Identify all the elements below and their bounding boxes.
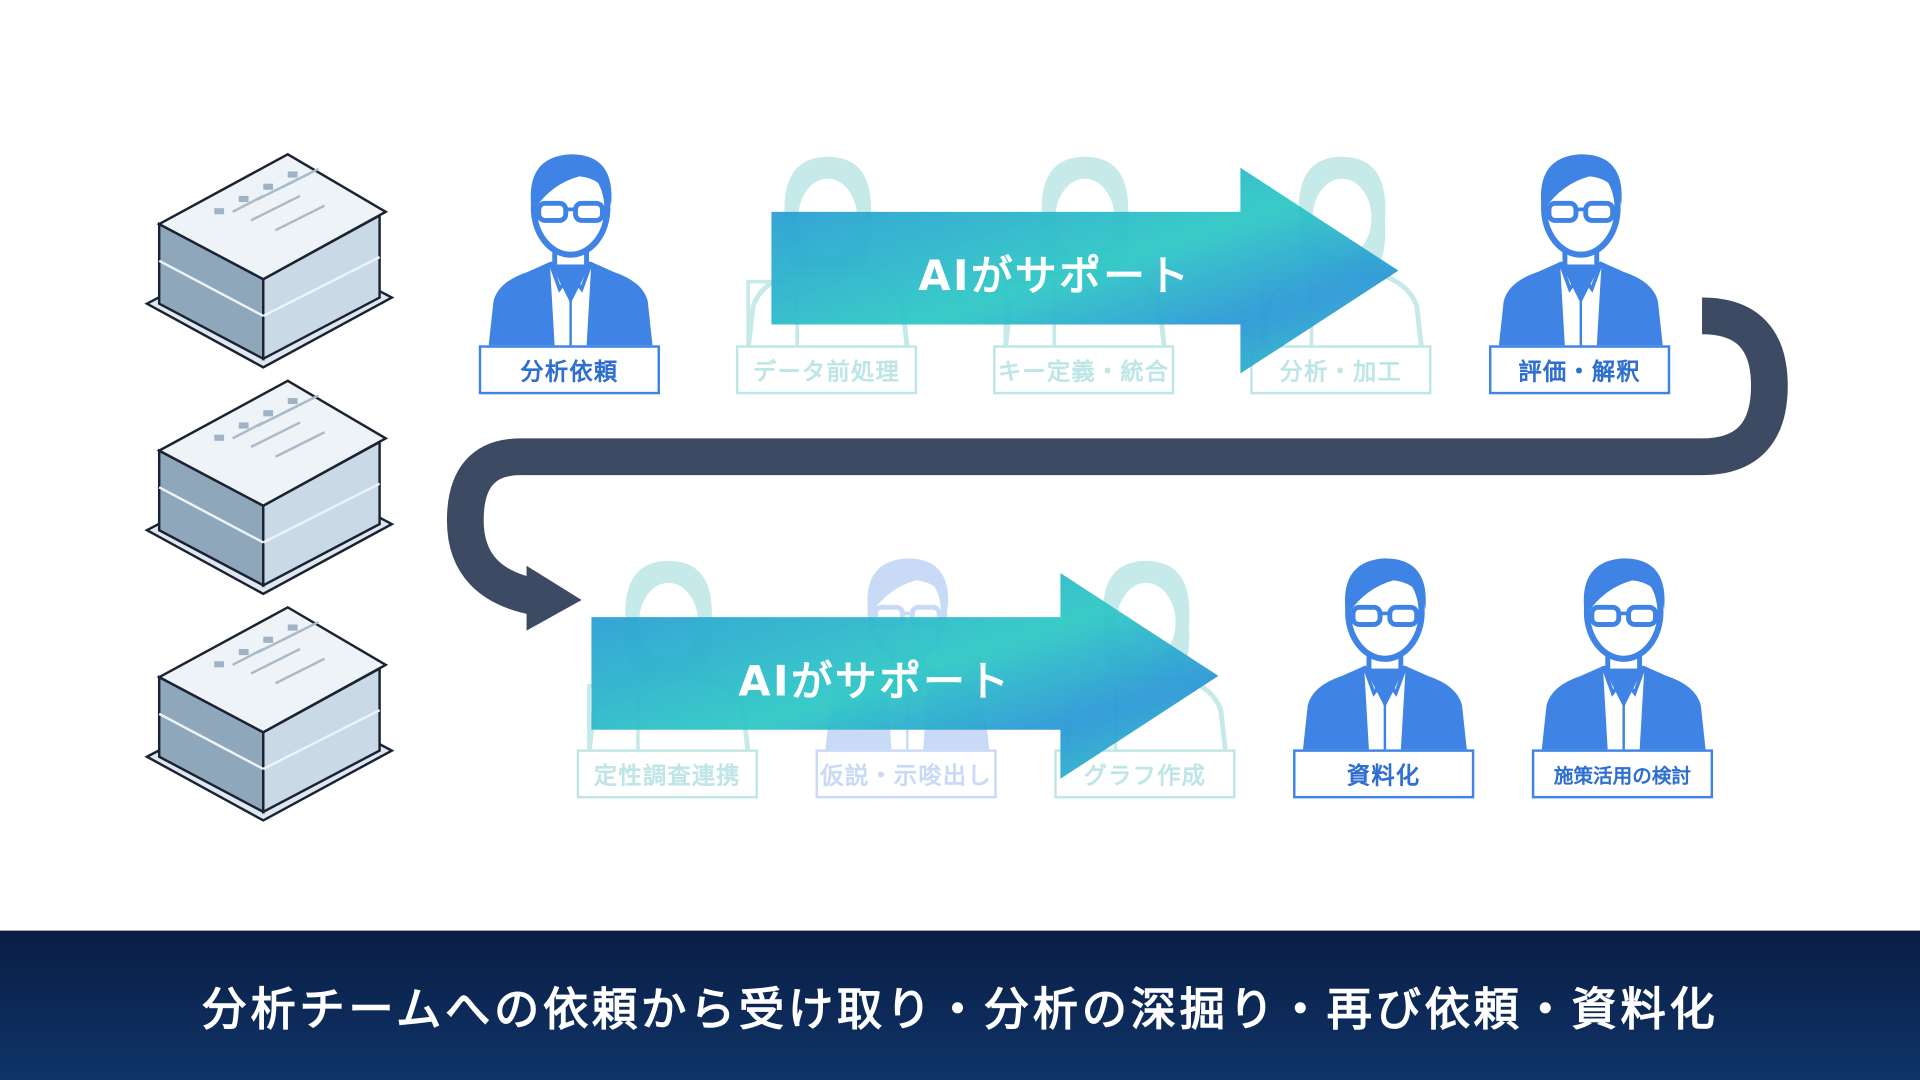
flow-connector-arrow [446,297,1788,631]
step-label: データ前処理 [735,345,918,395]
analyst-person-icon [1489,144,1673,346]
caption-banner: 分析チームへの依頼から受け取り・分析の深掘り・再び依頼・資料化 [0,930,1920,1080]
step-label: 施策活用の検討 [1531,749,1714,799]
caption-text: 分析チームへの依頼から受け取り・分析の深掘り・再び依頼・資料化 [201,983,1719,1036]
step-label: 定性調査連携 [576,749,758,799]
ai-support-label: AIがサポート [918,252,1192,302]
step-label: グラフ作成 [1054,749,1236,799]
step-label: 分析依頼 [478,345,661,395]
step-label: 分析・加工 [1250,345,1432,395]
step-label: 評価・解釈 [1488,345,1671,395]
step-label: キー定義・統合 [993,345,1175,395]
ai-support-arrow [771,167,1399,374]
ai-support-label: AIがサポート [738,657,1012,707]
analyst-person-icon [1532,549,1716,751]
ai-support-arrow [591,573,1219,779]
step-label: 資料化 [1293,749,1475,799]
step-label: 仮説・示唆出し [815,749,997,799]
analyst-person-icon [1293,549,1477,751]
analyst-person-icon [479,144,663,346]
